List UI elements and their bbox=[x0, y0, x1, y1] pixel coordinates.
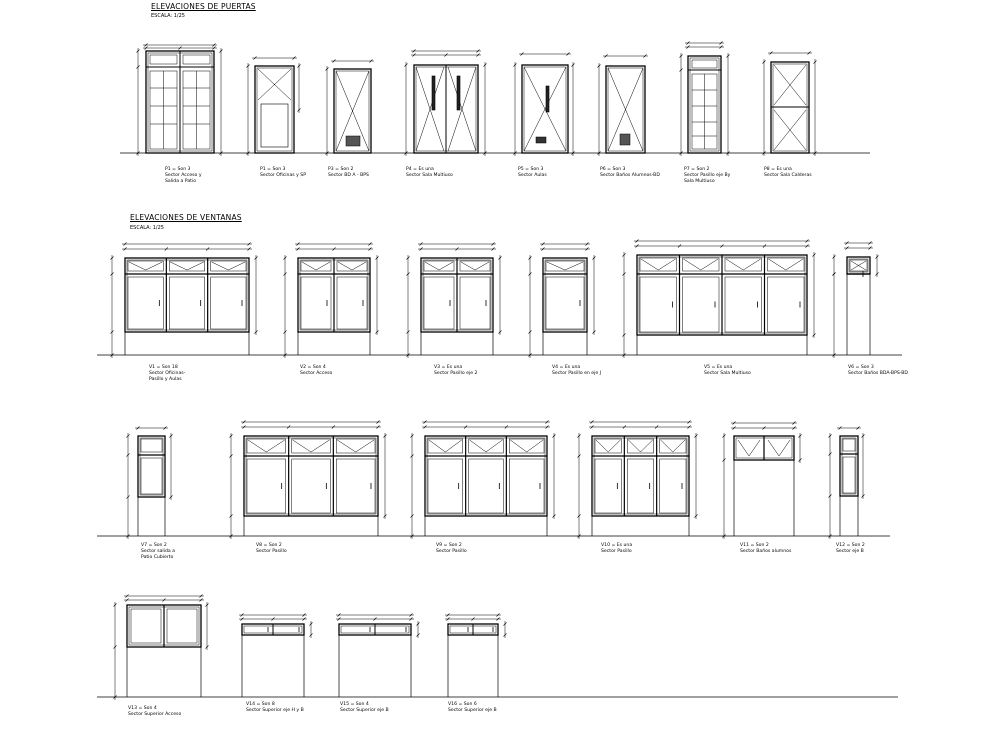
window-v6 bbox=[832, 241, 879, 358]
window-v11 bbox=[722, 421, 802, 539]
door-p4 bbox=[404, 49, 487, 156]
doors-title: ELEVACIONES DE PUERTAS bbox=[151, 2, 256, 11]
door-p8 bbox=[762, 51, 817, 156]
window-v16 bbox=[445, 613, 507, 697]
window-v4 bbox=[528, 242, 596, 358]
window-v13 bbox=[113, 594, 209, 700]
window-v2 bbox=[283, 242, 379, 358]
window-v3 bbox=[406, 242, 502, 358]
door-p5 bbox=[513, 52, 575, 156]
window-v12 bbox=[828, 426, 865, 539]
door-p6 bbox=[597, 54, 648, 156]
window-v1 bbox=[110, 242, 258, 358]
window-v15 bbox=[336, 613, 420, 697]
windows-scale: ESCALA: 1/25 bbox=[130, 225, 164, 231]
window-v14 bbox=[239, 613, 313, 697]
door-p1a bbox=[136, 43, 223, 156]
door-p7 bbox=[679, 41, 730, 156]
door-p1b bbox=[246, 56, 301, 156]
ground-lines bbox=[97, 152, 902, 698]
doors-scale: ESCALA: 1/25 bbox=[151, 13, 185, 19]
windows-title: ELEVACIONES DE VENTANAS bbox=[130, 213, 242, 222]
window-v9 bbox=[410, 420, 556, 539]
window-v7 bbox=[126, 426, 173, 539]
window-v10 bbox=[577, 420, 698, 539]
door-p3 bbox=[325, 59, 374, 156]
window-v8 bbox=[229, 420, 387, 539]
window-v5 bbox=[622, 239, 816, 358]
